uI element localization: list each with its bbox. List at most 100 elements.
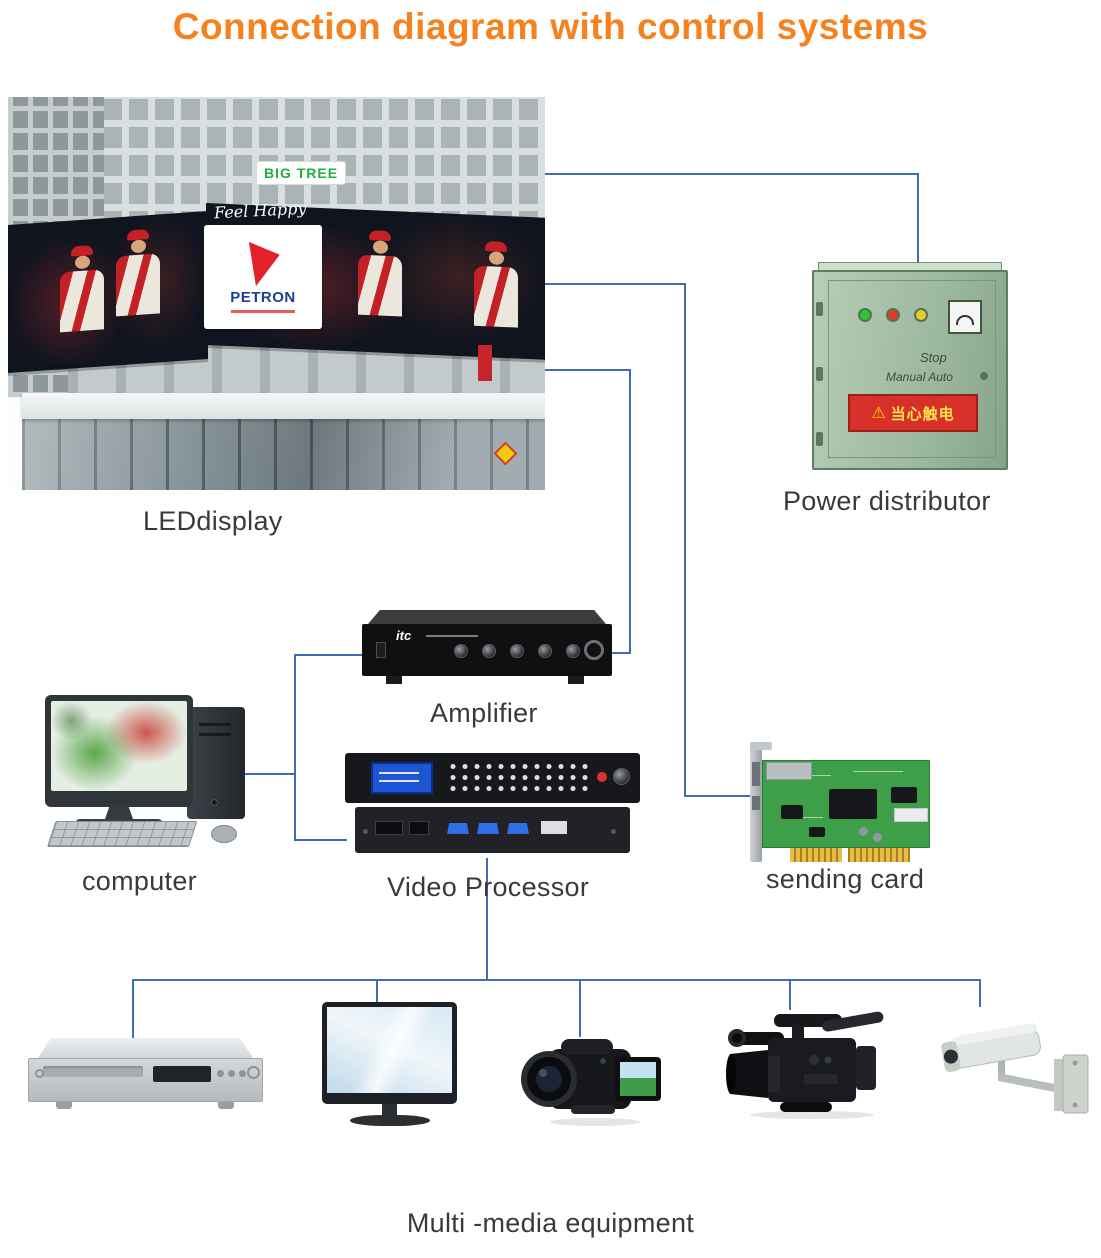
connector-led-sendingcard-v — [684, 283, 686, 797]
shoulder-pad — [780, 1102, 832, 1112]
cabinet-door — [828, 280, 996, 458]
foot — [568, 676, 584, 684]
figure-amplifier: itc — [362, 610, 612, 685]
shop-sign — [478, 345, 492, 381]
worker-figure — [60, 244, 104, 333]
battery-pack — [856, 1046, 876, 1090]
record-button — [600, 1058, 606, 1064]
building-sign: BIG TREE — [256, 161, 346, 185]
building-canopy — [22, 393, 545, 419]
power-switch — [376, 642, 386, 658]
cctv-housing — [941, 1022, 1041, 1073]
diagram-title: Connection diagram with control systems — [172, 6, 929, 47]
warning-text: 当心触电 — [890, 405, 955, 423]
cctv-illustration — [941, 1022, 1089, 1114]
dvd-display — [153, 1066, 211, 1082]
gold-edge-connector — [790, 848, 910, 862]
broadcast-camera-illustration — [726, 1011, 884, 1119]
dvi-opening — [752, 762, 760, 786]
connector-drop-cctv — [979, 979, 981, 1007]
building-storefront — [22, 419, 545, 490]
drive-slot — [199, 733, 231, 736]
switch-note-stop: Stop — [920, 350, 947, 365]
camera-body — [768, 1038, 856, 1102]
power-led — [597, 772, 607, 782]
monitor-stand-neck — [105, 807, 133, 819]
cctv-lens — [943, 1049, 958, 1064]
mount-neck — [998, 1061, 1005, 1077]
dvi-connector — [766, 762, 812, 780]
lcd-screen — [371, 762, 433, 794]
mount-arm — [998, 1073, 1060, 1093]
warning-triangle-icon: ⚠ — [871, 405, 886, 422]
disc-tray — [43, 1066, 143, 1077]
figure-cctv-camera — [940, 1005, 1092, 1117]
screw — [611, 829, 616, 834]
usb-opening — [752, 796, 760, 810]
dvd-top-face — [38, 1038, 253, 1058]
hdmi-port — [409, 821, 429, 835]
connector-led-amplifier-v — [629, 369, 631, 654]
hinge — [816, 302, 823, 316]
tv-stand-neck — [382, 1104, 397, 1116]
vga-port — [477, 823, 499, 834]
chip — [891, 787, 917, 803]
indicator-light-green — [858, 308, 872, 322]
connector-led-amplifier-h2 — [612, 652, 631, 654]
computer-label: computer — [82, 866, 197, 896]
connector-multimedia-bus — [132, 979, 981, 981]
billboard-brand-text: PETRON — [230, 289, 296, 306]
foot — [386, 676, 402, 684]
led-screen-left-panel — [8, 211, 208, 373]
drive-slot — [199, 723, 231, 726]
figure-dvd-player — [28, 1038, 263, 1116]
keyboard — [47, 821, 198, 847]
computer-tower — [187, 707, 245, 819]
power-distributor-label: Power distributor — [783, 486, 991, 516]
worker-figure — [474, 241, 518, 328]
vga-port — [507, 823, 529, 834]
door-lock — [980, 372, 988, 380]
wall-plate — [1062, 1054, 1089, 1114]
connector-drop-camera — [789, 979, 791, 1010]
amplifier-top-face — [368, 610, 606, 624]
power-button — [211, 799, 218, 806]
amplifier-label-line — [426, 635, 478, 637]
connector-drop-dvd — [132, 979, 134, 1039]
knob — [566, 644, 580, 658]
knob — [454, 644, 468, 658]
amplifier-label: Amplifier — [430, 698, 538, 728]
figure-sending-card — [750, 742, 935, 866]
indicator-light-red — [886, 308, 900, 322]
power-button — [35, 1069, 44, 1078]
foot — [218, 1102, 234, 1109]
dial — [247, 1066, 260, 1079]
lens-hood — [730, 1050, 768, 1098]
button-grid — [447, 761, 589, 795]
chip — [809, 827, 825, 837]
connector-led-sendingcard-h1 — [545, 283, 686, 285]
lens-glass — [536, 1066, 562, 1092]
sending-card-label: sending card — [766, 864, 925, 894]
capacitor — [873, 833, 882, 842]
dvi-port — [375, 821, 403, 835]
button — [228, 1070, 235, 1077]
io-port — [541, 821, 567, 834]
figure-camcorder — [515, 1035, 665, 1127]
screw — [363, 829, 368, 834]
billboard-brand-panel: PETRON — [204, 225, 322, 329]
knob — [538, 644, 552, 658]
vga-port — [447, 823, 469, 834]
button — [217, 1070, 224, 1077]
control-panel — [804, 1074, 838, 1084]
connector-led-sendingcard-h2 — [684, 795, 752, 797]
amplifier-brand-text: itc — [396, 628, 412, 643]
foot — [56, 1102, 72, 1109]
monitor-screen — [51, 701, 187, 791]
connector-drop-tv — [376, 979, 378, 1005]
sun-visor — [952, 1022, 1038, 1046]
figure-power-distributor: Stop Manual Auto ⚠ 当心触电 — [812, 262, 1008, 480]
bracket-tab — [750, 742, 772, 750]
video-processor-label: Video Processor — [387, 872, 590, 902]
